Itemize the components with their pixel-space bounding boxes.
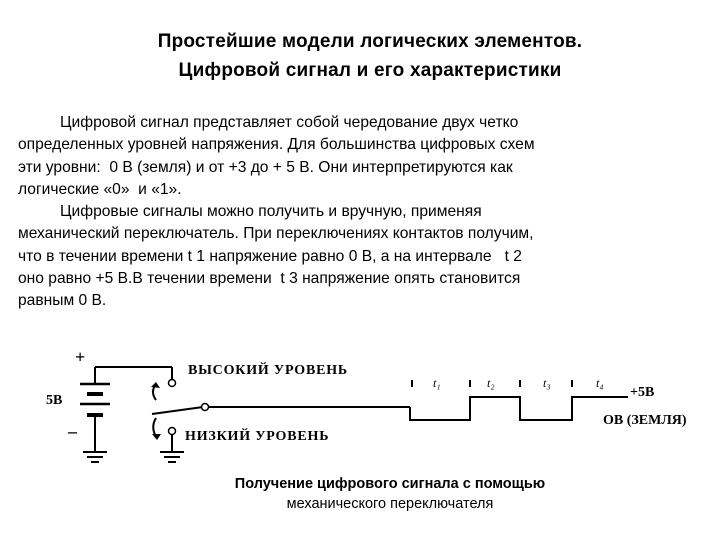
minus-sign: –: [67, 421, 78, 441]
switch-circuit-diagram: + – 5В ВЫСОКИЙ УРОВЕНЬ НИЗКИЙ УРОВЕНЬ t₁…: [46, 347, 687, 463]
time-label: t₃: [543, 376, 551, 390]
body-line: оно равно +5 В.В течении времени t 3 нап…: [18, 270, 521, 288]
plus5v-label: +5В: [630, 385, 654, 400]
high-contact-terminal: [167, 378, 177, 388]
battery-label: 5В: [46, 393, 62, 408]
slide-title-line1: Простейшие модели логических элементов.: [157, 31, 583, 52]
body-line: определенных уровней напряжения. Для бол…: [18, 136, 535, 154]
caption-line2: механического переключателя: [286, 496, 494, 512]
body-line: равным 0 В.: [18, 292, 107, 310]
time-label: t₂: [487, 376, 495, 390]
low-level-label: НИЗКИЙ УРОВЕНЬ: [185, 427, 329, 444]
body-line: логические «0» и «1».: [18, 180, 182, 198]
body-text: Цифровой сигнал представляет собой черед…: [18, 112, 698, 313]
caption-line1: Получение цифрового сигнала с помощью: [234, 476, 546, 492]
switch-pivot-terminal: [200, 402, 210, 412]
arrowhead-icon: [151, 382, 160, 388]
body-line: механический переключатель. При переключ…: [18, 225, 534, 243]
high-level-label: ВЫСОКИЙ УРОВЕНЬ: [188, 361, 348, 378]
switch-lever: [151, 406, 204, 415]
body-line: Цифровой сигнал представляет собой черед…: [60, 114, 519, 131]
body-line: Цифровые сигналы можно получить и вручну…: [60, 203, 482, 221]
low-contact-terminal: [167, 426, 177, 436]
slide-title-line2: Цифровой сигнал и его характеристики: [178, 60, 562, 81]
ground-label: ОВ (ЗЕМЛЯ): [603, 413, 687, 428]
plus-sign: +: [75, 347, 85, 367]
time-label: t₁: [433, 376, 441, 390]
arrowhead-icon: [152, 434, 161, 440]
time-label: t₄: [596, 376, 604, 390]
body-line: что в течении времени t 1 напряжение рав…: [18, 247, 522, 265]
body-line: эти уровни: 0 В (земля) и от +3 до + 5 В…: [18, 158, 513, 176]
digital-waveform: [409, 396, 628, 421]
